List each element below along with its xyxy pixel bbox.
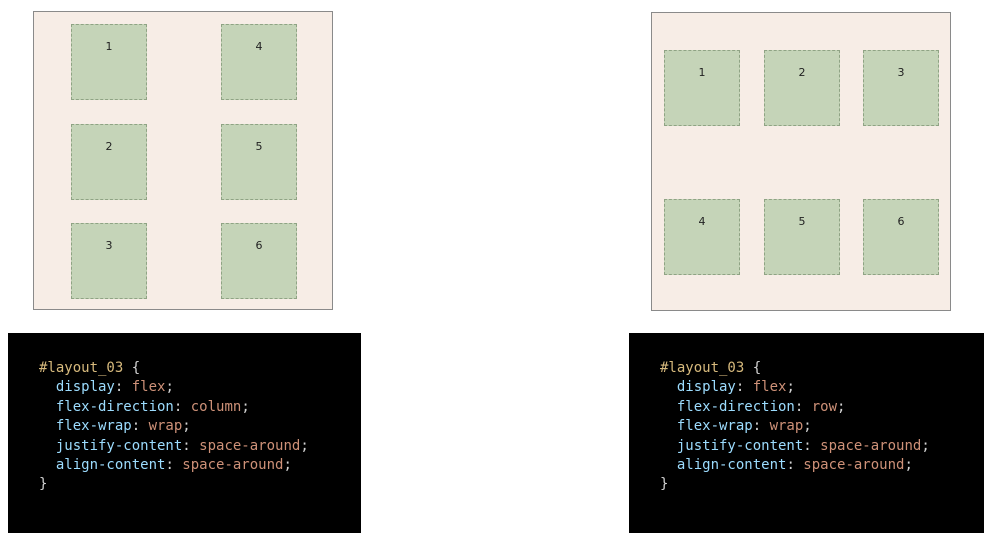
flex-item-box: 5 — [764, 199, 840, 275]
flex-item-box: 1 — [71, 24, 147, 100]
code-line-selector: #layout_03 { — [39, 359, 361, 378]
css-property: display — [676, 379, 736, 396]
flex-item-box: 3 — [863, 50, 939, 126]
code-line-selector: #layout_03 { — [660, 359, 984, 378]
css-selector: #layout_03 — [660, 360, 745, 376]
css-value: flex — [131, 379, 166, 396]
css-property: align-content — [676, 456, 787, 473]
css-property: align-content — [55, 456, 166, 473]
code-line-rule: justify-content: space-around; — [676, 437, 930, 454]
code-line-rule: align-content: space-around; — [55, 456, 292, 473]
flex-item-box: 2 — [71, 124, 147, 200]
css-value: column — [190, 398, 242, 415]
layout-demo-row: 1 2 3 4 5 6 — [651, 12, 951, 311]
css-value: space-around — [820, 437, 922, 454]
code-line-rule: flex-wrap: wrap; — [55, 418, 191, 435]
css-property: flex-wrap — [676, 418, 753, 435]
code-line-rule: display: flex; — [55, 379, 174, 396]
code-line-rule: flex-wrap: wrap; — [676, 418, 812, 435]
css-property: justify-content — [676, 437, 804, 454]
code-line-close: } — [39, 475, 361, 494]
css-code-block-row: #layout_03 { display: flex; flex-directi… — [629, 333, 984, 533]
css-property: justify-content — [55, 437, 183, 454]
code-line-rule: display: flex; — [676, 379, 795, 396]
css-property: flex-direction — [676, 398, 795, 415]
css-open-brace: { — [131, 360, 141, 376]
code-line-rule: flex-direction: row; — [676, 398, 846, 415]
css-value: flex — [752, 379, 787, 396]
flex-item-box: 6 — [863, 199, 939, 275]
css-code-block-column: #layout_03 { display: flex; flex-directi… — [8, 333, 361, 533]
css-property: flex-wrap — [55, 418, 132, 435]
css-value: wrap — [148, 418, 183, 435]
flex-item-box: 2 — [764, 50, 840, 126]
code-line-rule: flex-direction: column; — [55, 398, 250, 415]
css-value: space-around — [199, 437, 301, 454]
flex-item-box: 1 — [664, 50, 740, 126]
flex-item-box: 4 — [221, 24, 297, 100]
css-property: flex-direction — [55, 398, 174, 415]
layout-demo-column: 1 4 2 5 3 6 — [33, 11, 333, 310]
css-close-brace: } — [660, 476, 669, 493]
css-property: display — [55, 379, 115, 396]
css-selector: #layout_03 — [39, 360, 124, 376]
flex-item-box: 4 — [664, 199, 740, 275]
flex-item-box: 3 — [71, 223, 147, 299]
flex-item-box: 6 — [221, 223, 297, 299]
code-line-close: } — [660, 475, 984, 494]
css-value: row — [811, 398, 838, 415]
css-open-brace: { — [752, 360, 762, 376]
code-line-rule: align-content: space-around; — [676, 456, 913, 473]
flex-item-box: 5 — [221, 124, 297, 200]
css-value: space-around — [803, 456, 905, 473]
css-close-brace: } — [39, 476, 48, 493]
css-value: wrap — [769, 418, 804, 435]
css-value: space-around — [182, 456, 284, 473]
code-line-rule: justify-content: space-around; — [55, 437, 309, 454]
